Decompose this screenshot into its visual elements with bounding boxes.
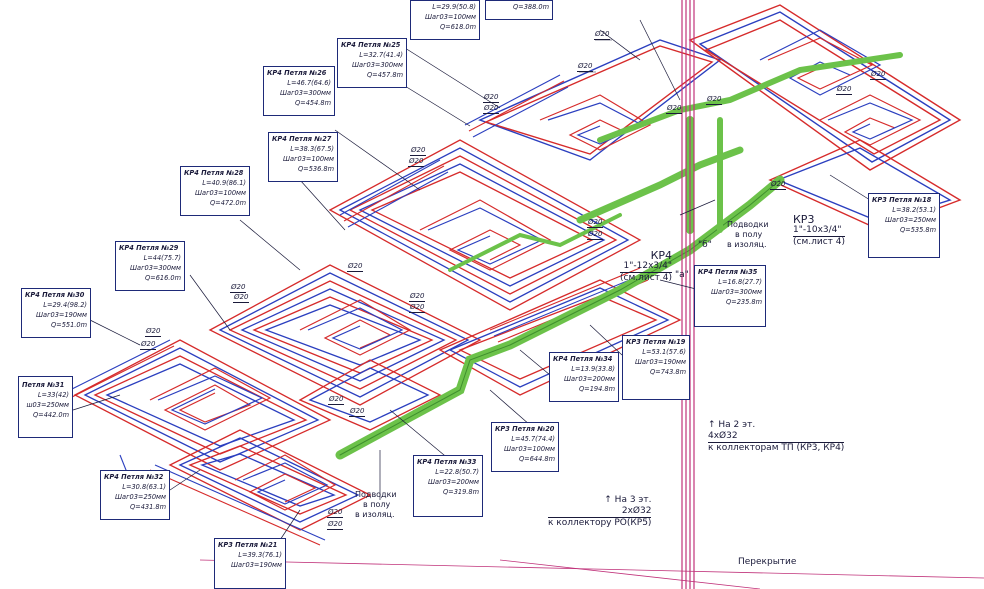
pipe-tag: Ø20 <box>770 180 787 190</box>
mark-b: "б" <box>698 240 712 250</box>
pipe-tag: Ø20 <box>349 407 366 417</box>
pipe-tag: Ø20 <box>327 520 344 530</box>
pipe-tag: Ø20 <box>836 85 853 95</box>
leader-lines <box>72 19 871 541</box>
pipe-tag: Ø20 <box>483 104 500 114</box>
manifold-kp3-note: КР3 1"-10х3/4" (см.лист 4) <box>793 213 846 247</box>
pipe-tag: Ø20 <box>327 508 344 518</box>
pipe-tag: Ø20 <box>408 157 425 167</box>
slab-note: Перекрытие <box>738 557 797 567</box>
pipe-tag: Ø20 <box>409 292 426 302</box>
up-arrow-icon: ↑ На 3 эт. <box>604 495 652 505</box>
riser-lines <box>199 0 984 589</box>
pipe-tag: Ø20 <box>140 340 157 350</box>
pipe-tag: Ø20 <box>483 93 500 103</box>
pipe-tag: Ø20 <box>347 262 364 272</box>
pipe-tag: Ø20 <box>587 230 604 240</box>
manifold-kp4-note: КР4 1"-12х3/4" (см.лист 4) <box>620 249 673 283</box>
pipe-tag: Ø20 <box>409 303 426 313</box>
pipe-tag: Ø20 <box>587 218 604 228</box>
small-ticks <box>579 39 612 73</box>
pipe-tag: Ø20 <box>410 146 427 156</box>
pipe-tag: Ø20 <box>870 70 887 80</box>
pipe-tag: Ø20 <box>594 30 611 40</box>
pipe-tag: Ø20 <box>666 104 683 114</box>
up-arrow-icon: ↑ На 2 эт. <box>708 420 756 430</box>
pipe-tag: Ø20 <box>233 293 250 303</box>
pipe-tag: Ø20 <box>230 283 247 293</box>
riser-up-2-note: ↑ На 2 эт. 4хØ32 к коллекторам ТП (КР3, … <box>708 420 845 453</box>
heating-slab-lines <box>73 139 682 531</box>
mark-a: "а" <box>675 270 689 280</box>
top-wing <box>478 4 962 231</box>
pipe-tag: Ø20 <box>577 62 594 72</box>
loop-label-top-2: Q=388.0m <box>485 0 553 20</box>
riser-up-3-note: ↑ На 3 эт. 2хØ32 к коллектору РО(КР5) <box>548 495 652 528</box>
pipe-tag: Ø20 <box>328 395 345 405</box>
pipe-tag: Ø20 <box>706 95 723 105</box>
pipe-tag: Ø20 <box>145 327 162 337</box>
edge-strips <box>59 74 649 546</box>
loop-spirals <box>149 29 922 511</box>
